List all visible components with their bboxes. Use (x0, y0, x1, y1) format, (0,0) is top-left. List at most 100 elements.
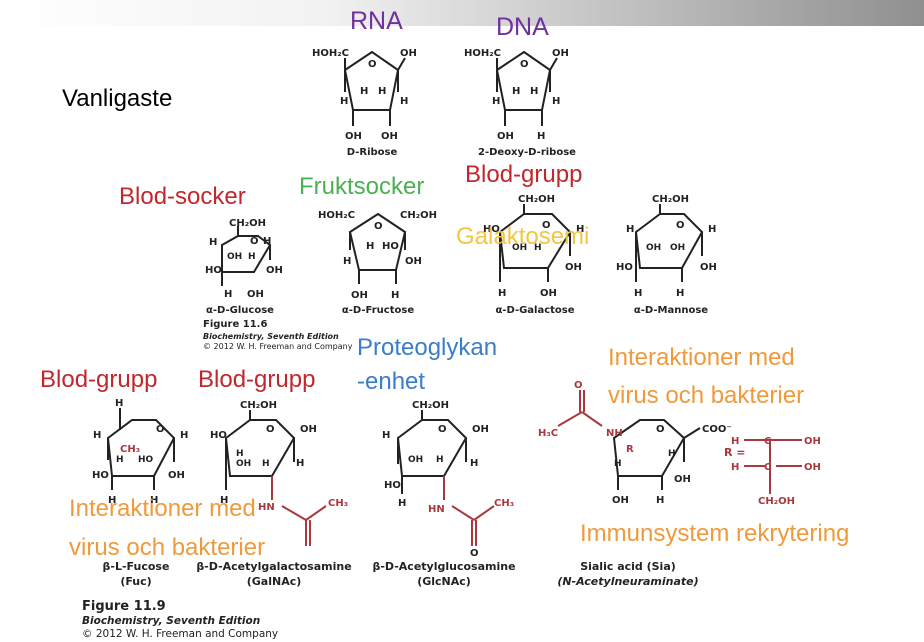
svg-text:OH: OH (700, 262, 717, 273)
svg-text:OH: OH (804, 436, 821, 447)
svg-text:HO: HO (205, 265, 222, 276)
svg-text:OH: OH (236, 459, 251, 469)
svg-text:HO: HO (138, 455, 154, 465)
svg-text:H: H (248, 252, 256, 262)
blod-grupp-left-label-2: Blod-grupp (198, 366, 316, 393)
svg-text:O: O (470, 548, 479, 559)
svg-text:H: H (391, 290, 399, 301)
galnac-label: β-D-Acetylgalactosamine (196, 560, 352, 573)
fructose-label: α-D-Fructose (341, 305, 415, 316)
svg-text:O: O (368, 59, 377, 70)
svg-text:OH: OH (400, 48, 417, 59)
svg-text:H₃C: H₃C (538, 428, 558, 439)
svg-text:OH: OH (804, 462, 821, 473)
svg-text:OH: OH (646, 243, 661, 253)
svg-text:O: O (266, 424, 275, 435)
figure-11-9-book: Biochemistry, Seventh Edition (82, 615, 261, 628)
svg-text:OH: OH (472, 424, 489, 435)
svg-text:H: H (220, 495, 228, 506)
figure-11-9-title: Figure 11.9 (82, 599, 166, 614)
slide-header-bar (0, 0, 924, 26)
svg-text:COO⁻: COO⁻ (702, 424, 732, 435)
svg-text:H: H (534, 243, 542, 253)
svg-text:H: H (296, 458, 304, 469)
svg-text:OH: OH (300, 424, 317, 435)
svg-text:H: H (530, 86, 538, 97)
svg-text:H: H (708, 224, 716, 235)
svg-text:H: H (731, 462, 739, 473)
svg-text:OH: OH (227, 252, 242, 262)
svg-text:H: H (470, 458, 478, 469)
galactose-label: α-D-Galactose (495, 305, 575, 316)
galaktosemi-label: Galaktosemi (456, 223, 590, 250)
svg-text:H: H (512, 86, 520, 97)
sialic-label: Sialic acid (Sia) (580, 560, 676, 573)
svg-text:H: H (262, 459, 270, 469)
svg-text:OH: OH (351, 290, 368, 301)
svg-text:H: H (626, 224, 634, 235)
vanligaste-label: Vanligaste (62, 85, 173, 112)
svg-text:H: H (537, 131, 545, 142)
svg-text:OH: OH (405, 256, 422, 267)
svg-text:HO: HO (483, 224, 500, 235)
svg-text:H: H (116, 455, 124, 465)
fruktsocker-label: Fruktsocker (299, 173, 425, 200)
deoxyribose-label: 2-Deoxy-D-ribose (478, 147, 576, 158)
figure-11-6-credit: Figure 11.6 Biochemistry, Seventh Editio… (203, 319, 352, 352)
svg-text:H: H (343, 256, 351, 267)
svg-text:CH₂OH: CH₂OH (652, 194, 689, 205)
figure-11-9-credit: Figure 11.9 Biochemistry, Seventh Editio… (82, 599, 278, 642)
svg-text:H: H (614, 459, 622, 469)
svg-text:CH₃: CH₃ (120, 444, 140, 455)
svg-text:H: H (668, 449, 676, 459)
svg-text:H: H (382, 430, 390, 441)
svg-text:O: O (542, 220, 551, 231)
svg-text:HOH₂C: HOH₂C (464, 48, 501, 59)
figure-11-6-book: Biochemistry, Seventh Edition (203, 331, 339, 341)
svg-text:H: H (108, 495, 116, 506)
svg-text:O: O (520, 59, 529, 70)
svg-text:H: H (115, 398, 123, 409)
figure-11-9-copyright: © 2012 W. H. Freeman and Company (82, 628, 279, 641)
svg-text:NH: NH (606, 428, 623, 439)
svg-text:H: H (731, 436, 739, 447)
svg-text:C: C (764, 462, 771, 473)
glcnac-abbr: (GlcNAc) (417, 575, 471, 588)
svg-text:H: H (436, 455, 444, 465)
svg-text:H: H (360, 86, 368, 97)
interaktioner-right-line2: virus och bakterier (608, 382, 805, 409)
svg-text:O: O (656, 424, 665, 435)
svg-text:OH: OH (670, 243, 685, 253)
galnac-abbr: (GalNAc) (246, 575, 302, 588)
svg-text:H: H (634, 288, 642, 299)
svg-text:H: H (398, 498, 406, 509)
svg-text:H: H (209, 237, 217, 248)
sialic-abbr: (N-Acetylneuraminate) (557, 575, 699, 588)
svg-text:O: O (250, 236, 259, 247)
svg-text:OH: OH (408, 455, 423, 465)
svg-text:H: H (180, 430, 188, 441)
svg-text:R: R (626, 444, 634, 455)
interaktioner-left-line1: Interaktioner med (69, 495, 256, 522)
svg-text:CH₂OH: CH₂OH (240, 400, 277, 411)
svg-text:H: H (400, 96, 408, 107)
proteoglykan-label-line1: Proteoglykan (357, 334, 498, 361)
svg-text:OH: OH (266, 265, 283, 276)
svg-text:H: H (576, 224, 584, 235)
svg-text:OH: OH (381, 131, 398, 142)
svg-text:O: O (156, 424, 165, 435)
svg-text:H: H (224, 289, 232, 300)
svg-text:OH: OH (552, 48, 569, 59)
fucose-abbr: (Fuc) (120, 575, 152, 588)
svg-text:H: H (656, 495, 664, 506)
svg-text:CH₂OH: CH₂OH (229, 218, 266, 229)
svg-text:O: O (374, 221, 383, 232)
svg-text:H: H (93, 430, 101, 441)
svg-text:OH: OH (345, 131, 362, 142)
